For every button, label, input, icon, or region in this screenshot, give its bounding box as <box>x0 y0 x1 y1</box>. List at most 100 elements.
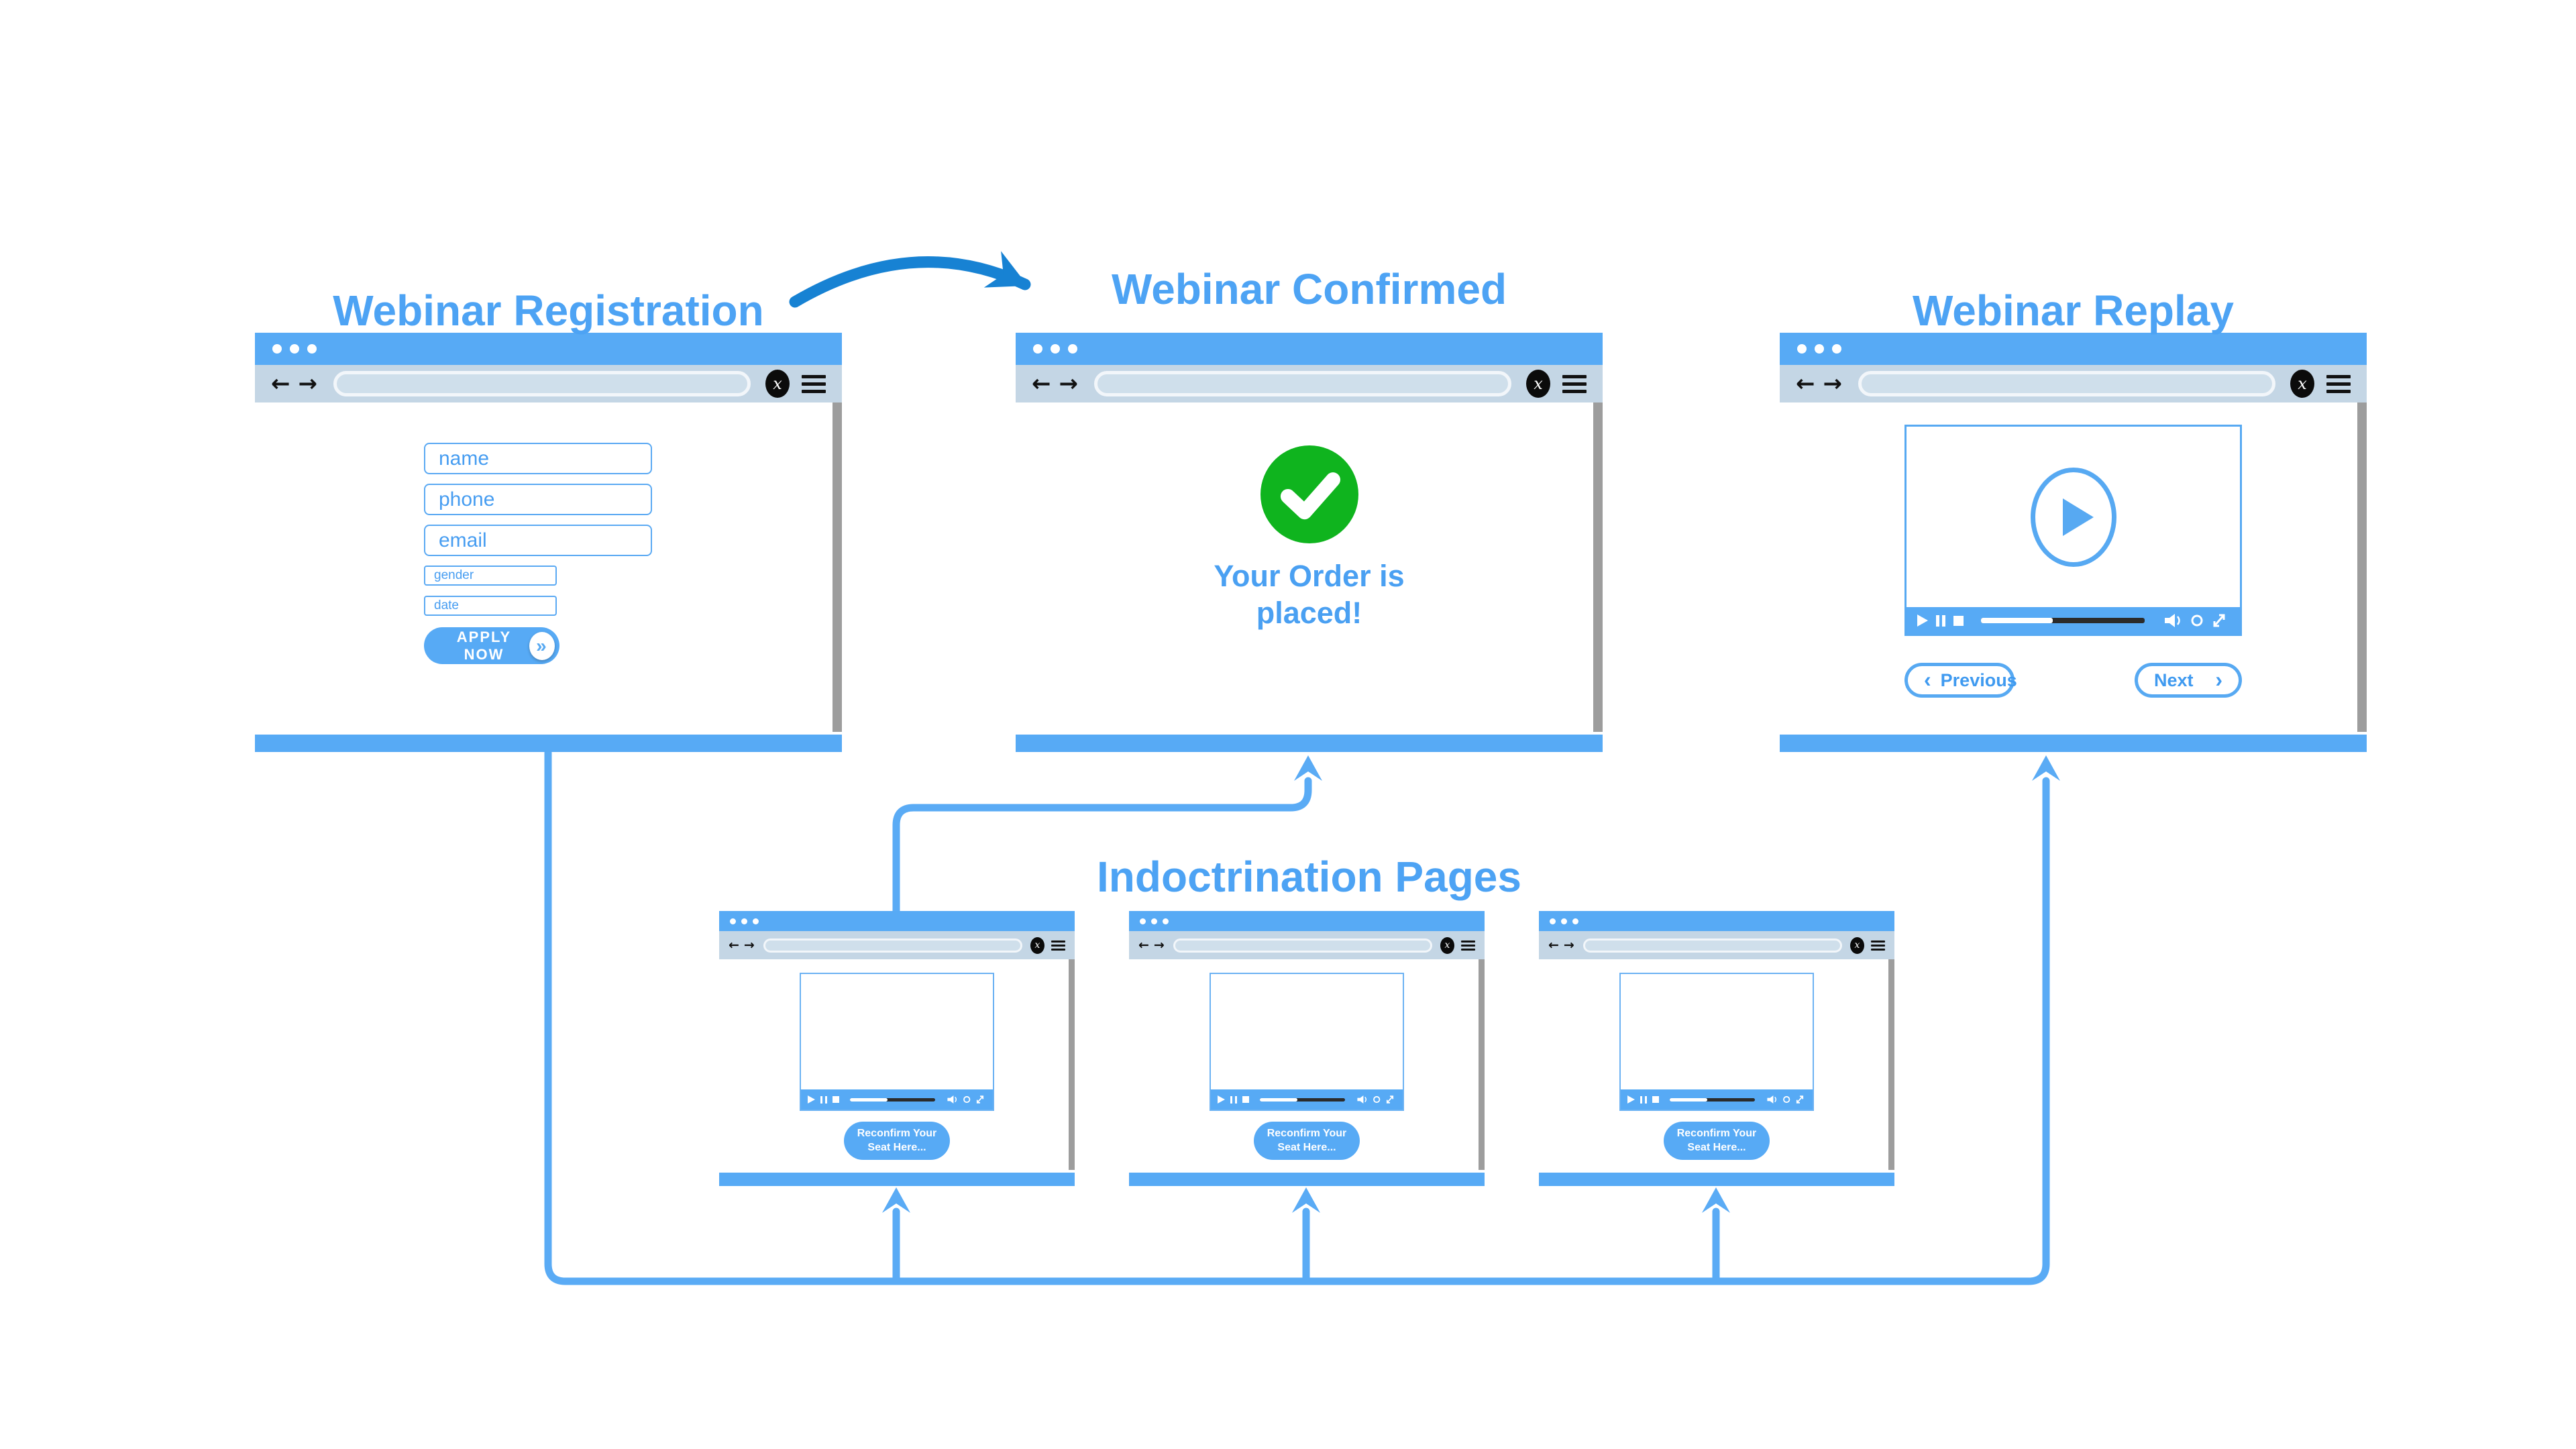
volume-settings-fullscreen-icons[interactable] <box>946 1094 986 1105</box>
forward-icon[interactable]: → <box>1153 937 1165 953</box>
registration-form: APPLY NOW » <box>424 443 652 664</box>
back-icon[interactable]: ← <box>271 370 292 397</box>
x-badge-icon[interactable]: x <box>765 370 790 398</box>
traffic-dot <box>1163 918 1169 924</box>
video-player <box>800 973 994 1111</box>
x-badge-icon[interactable]: x <box>2290 370 2314 398</box>
pause-icon[interactable] <box>1230 1095 1237 1104</box>
name-field[interactable] <box>424 443 652 474</box>
reconfirm-seat-button[interactable]: Reconfirm Your Seat Here... <box>844 1122 950 1160</box>
progress-bar[interactable] <box>1260 1097 1345 1102</box>
back-icon[interactable]: ← <box>729 937 740 953</box>
url-bar[interactable] <box>1173 938 1432 953</box>
window-footer-bar <box>1129 1173 1485 1186</box>
success-check-icon <box>1260 445 1358 543</box>
scrollbar[interactable] <box>1479 959 1485 1170</box>
play-button-icon[interactable] <box>2030 467 2116 567</box>
reconfirm-seat-button[interactable]: Reconfirm Your Seat Here... <box>1664 1122 1770 1160</box>
apply-now-button[interactable]: APPLY NOW » <box>424 627 559 664</box>
menu-icon[interactable] <box>1461 940 1475 951</box>
x-badge-icon[interactable]: x <box>1526 370 1550 398</box>
indoctrination-page-body: Reconfirm Your Seat Here... <box>719 959 1075 1173</box>
volume-settings-fullscreen-icons[interactable] <box>1766 1094 1806 1105</box>
scrollbar[interactable] <box>1888 959 1894 1170</box>
progress-bar[interactable] <box>1670 1097 1755 1102</box>
scrollbar[interactable] <box>833 402 842 732</box>
forward-icon[interactable]: → <box>298 370 319 397</box>
browser-toolbar: ← → x <box>1016 365 1603 402</box>
back-icon[interactable]: ← <box>1138 937 1150 953</box>
traffic-dot <box>272 344 282 354</box>
back-icon[interactable]: ← <box>1548 937 1560 953</box>
video-player <box>1904 425 2242 636</box>
traffic-dot <box>1140 918 1146 924</box>
indoctrination-page-1: ← → x <box>719 911 1075 1186</box>
forward-icon[interactable]: → <box>1059 370 1079 397</box>
forward-icon[interactable]: → <box>1563 937 1575 953</box>
menu-icon[interactable] <box>802 374 826 393</box>
video-player <box>1619 973 1814 1111</box>
x-badge-icon[interactable]: x <box>1030 936 1044 954</box>
arrowhead-confirmed <box>1294 755 1322 781</box>
window-footer-bar <box>1780 735 2367 752</box>
play-icon[interactable] <box>808 1095 815 1104</box>
menu-icon[interactable] <box>2326 374 2351 393</box>
order-placed-message: Your Order is placed! <box>1214 559 1405 630</box>
video-controls <box>801 1089 993 1110</box>
play-icon[interactable] <box>1917 614 1928 627</box>
stop-icon[interactable] <box>1953 615 1964 626</box>
back-icon[interactable]: ← <box>1032 370 1053 397</box>
url-bar[interactable] <box>333 371 751 396</box>
traffic-dot <box>1550 918 1556 924</box>
play-icon[interactable] <box>1627 1095 1635 1104</box>
menu-icon[interactable] <box>1051 940 1065 951</box>
pause-icon[interactable] <box>1640 1095 1647 1104</box>
confirmed-window: ← → x Your Order is placed! <box>1016 333 1603 752</box>
x-badge-icon[interactable]: x <box>1850 936 1864 954</box>
confirmed-page-body: Your Order is placed! <box>1016 402 1603 735</box>
scrollbar[interactable] <box>2357 402 2367 732</box>
pause-icon[interactable] <box>820 1095 827 1104</box>
date-field[interactable] <box>424 596 557 616</box>
curved-arrow-registration-to-confirmed <box>789 251 1031 308</box>
back-icon[interactable]: ← <box>1796 370 1817 397</box>
reconfirm-seat-button[interactable]: Reconfirm Your Seat Here... <box>1254 1122 1360 1160</box>
traffic-dot <box>1151 918 1157 924</box>
video-screen <box>1621 974 1813 1089</box>
traffic-dot <box>730 918 736 924</box>
email-field[interactable] <box>424 525 652 556</box>
scrollbar[interactable] <box>1593 402 1603 732</box>
scrollbar[interactable] <box>1069 959 1075 1170</box>
url-bar[interactable] <box>1094 371 1511 396</box>
arrowhead-page1 <box>882 1187 910 1213</box>
previous-button[interactable]: ‹ Previous <box>1904 663 2017 698</box>
video-controls <box>1621 1089 1813 1110</box>
progress-bar[interactable] <box>850 1097 935 1102</box>
volume-settings-fullscreen-icons[interactable] <box>1356 1094 1396 1105</box>
url-bar[interactable] <box>1582 938 1842 953</box>
url-bar[interactable] <box>763 938 1022 953</box>
replay-page-body: ‹ Previous Next › <box>1780 402 2367 735</box>
play-icon[interactable] <box>1218 1095 1225 1104</box>
next-button[interactable]: Next › <box>2135 663 2242 698</box>
stop-icon[interactable] <box>833 1096 839 1103</box>
forward-icon[interactable]: → <box>1823 370 1843 397</box>
x-badge-icon[interactable]: x <box>1440 936 1454 954</box>
video-screen <box>801 974 993 1089</box>
pause-icon[interactable] <box>1936 614 1945 627</box>
window-titlebar <box>1539 911 1894 931</box>
stop-icon[interactable] <box>1652 1096 1659 1103</box>
phone-field[interactable] <box>424 484 652 515</box>
menu-icon[interactable] <box>1562 374 1587 393</box>
browser-toolbar: ← → x <box>1129 931 1485 959</box>
url-bar[interactable] <box>1858 371 2275 396</box>
volume-settings-fullscreen-icons[interactable] <box>2162 612 2229 629</box>
menu-icon[interactable] <box>1871 940 1885 951</box>
progress-bar[interactable] <box>1981 618 2145 623</box>
browser-toolbar: ← → x <box>1780 365 2367 402</box>
stop-icon[interactable] <box>1242 1096 1249 1103</box>
forward-icon[interactable]: → <box>743 937 755 953</box>
gender-field[interactable] <box>424 566 557 586</box>
video-screen <box>1907 427 2240 607</box>
registration-page-body: APPLY NOW » <box>255 402 842 735</box>
